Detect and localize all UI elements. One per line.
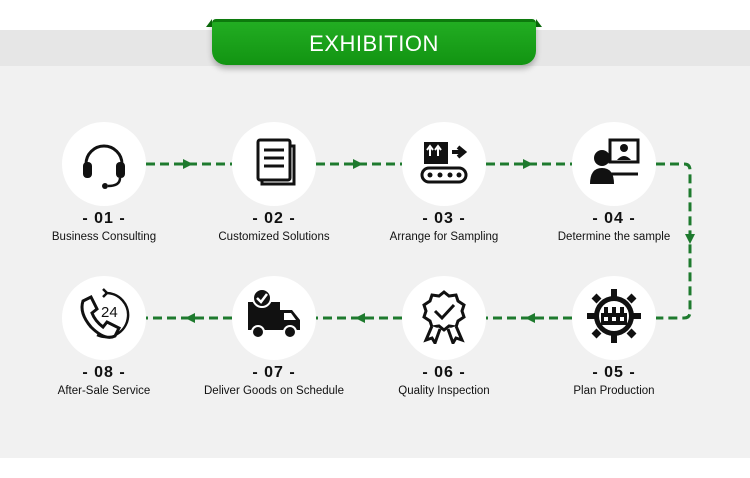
banner-fold-right: [536, 19, 542, 27]
arrow-head-04: [685, 234, 695, 244]
svg-text:24: 24: [101, 304, 118, 321]
delivery-truck-icon: [244, 287, 304, 349]
step-03: - 03 - Arrange for Sampling: [364, 122, 524, 243]
step-03-number: - 03 -: [422, 210, 466, 227]
step-08-number: - 08 -: [82, 364, 126, 381]
step-02-circle: [232, 122, 316, 206]
step-01-number: - 01 -: [82, 210, 126, 227]
banner-title: EXHIBITION: [212, 19, 536, 65]
step-05-label: Plan Production: [573, 385, 655, 397]
step-07-label: Deliver Goods on Schedule: [204, 385, 344, 397]
step-04-circle: [572, 122, 656, 206]
step-04: - 04 - Determine the sample: [534, 122, 694, 243]
step-07-circle: [232, 276, 316, 360]
banner-fold-left: [206, 19, 212, 27]
step-01-label: Business Consulting: [51, 231, 157, 243]
arrow-head-03: [523, 159, 533, 169]
step-07-number: - 07 -: [252, 364, 296, 381]
step-02: - 02 - Customized Solutions: [194, 122, 354, 243]
phone-24-icon: 24: [75, 287, 133, 350]
step-06-circle: [402, 276, 486, 360]
factory-gear-icon: [585, 287, 643, 350]
step-06-label: Quality Inspection: [398, 385, 490, 397]
arrow-head-02: [353, 159, 363, 169]
arrow-head-06: [355, 313, 365, 323]
connector-04-05: [656, 162, 692, 320]
step-05: - 05 - Plan Production: [534, 276, 694, 397]
step-03-label: Arrange for Sampling: [389, 231, 499, 243]
step-08: 24 - 08 - After-Sale Service: [24, 276, 184, 397]
step-04-number: - 04 -: [592, 210, 636, 227]
step-07: - 07 - Deliver Goods on Schedule: [194, 276, 354, 397]
step-02-number: - 02 -: [252, 210, 296, 227]
step-06: - 06 - Quality Inspection: [364, 276, 524, 397]
arrow-head-01: [183, 159, 193, 169]
step-08-circle: 24: [62, 276, 146, 360]
step-05-circle: [572, 276, 656, 360]
step-02-label: Customized Solutions: [218, 231, 330, 243]
content-background: [0, 30, 750, 458]
step-05-number: - 05 -: [592, 364, 636, 381]
quality-badge-icon: [416, 288, 472, 349]
documents-icon: [246, 134, 302, 195]
arrow-head-07: [185, 313, 195, 323]
video-call-icon: [586, 134, 642, 195]
step-06-number: - 06 -: [422, 364, 466, 381]
step-03-circle: [402, 122, 486, 206]
step-08-label: After-Sale Service: [57, 385, 151, 397]
step-01-circle: [62, 122, 146, 206]
headset-icon: [76, 134, 132, 195]
step-01: - 01 - Business Consulting: [24, 122, 184, 243]
step-04-label: Determine the sample: [557, 231, 671, 243]
arrow-head-05: [525, 313, 535, 323]
conveyor-box-icon: [416, 134, 472, 195]
